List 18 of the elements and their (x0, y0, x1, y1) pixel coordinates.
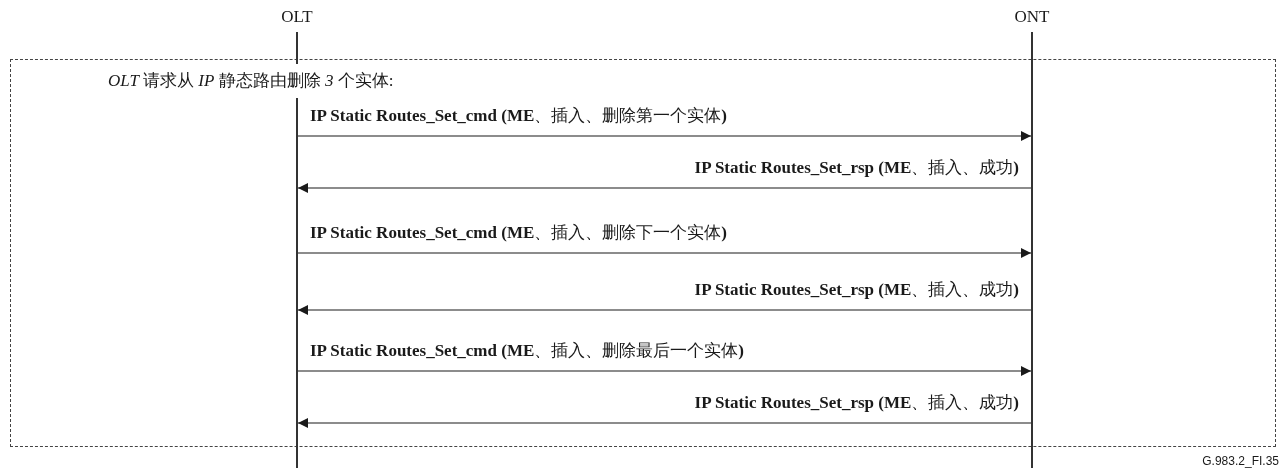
edge-label: IP Static Routes_Set_rsp (ME、插入、成功) (694, 279, 1019, 301)
arrow (297, 366, 1032, 376)
lifeline-label: OLT (281, 6, 313, 28)
arrow (297, 248, 1032, 258)
note-text: OLT 请求从 IP 静态路由删除 3 个实体: (106, 64, 396, 98)
edge-label: IP Static Routes_Set_cmd (ME、插入、删除最后一个实体) (310, 340, 744, 362)
lifeline (296, 32, 298, 468)
figure-id: G.983.2_FI.35 (1202, 453, 1279, 470)
edge-label: IP Static Routes_Set_rsp (ME、插入、成功) (694, 392, 1019, 414)
arrow (297, 131, 1032, 141)
lifeline (1031, 32, 1033, 468)
lifeline-label: ONT (1014, 6, 1050, 28)
arrow (297, 418, 1032, 428)
edge-label: IP Static Routes_Set_rsp (ME、插入、成功) (694, 157, 1019, 179)
edge-label: IP Static Routes_Set_cmd (ME、插入、删除第一个实体) (310, 105, 727, 127)
arrow (297, 305, 1032, 315)
edge-label: IP Static Routes_Set_cmd (ME、插入、删除下一个实体) (310, 222, 727, 244)
arrow (297, 183, 1032, 193)
